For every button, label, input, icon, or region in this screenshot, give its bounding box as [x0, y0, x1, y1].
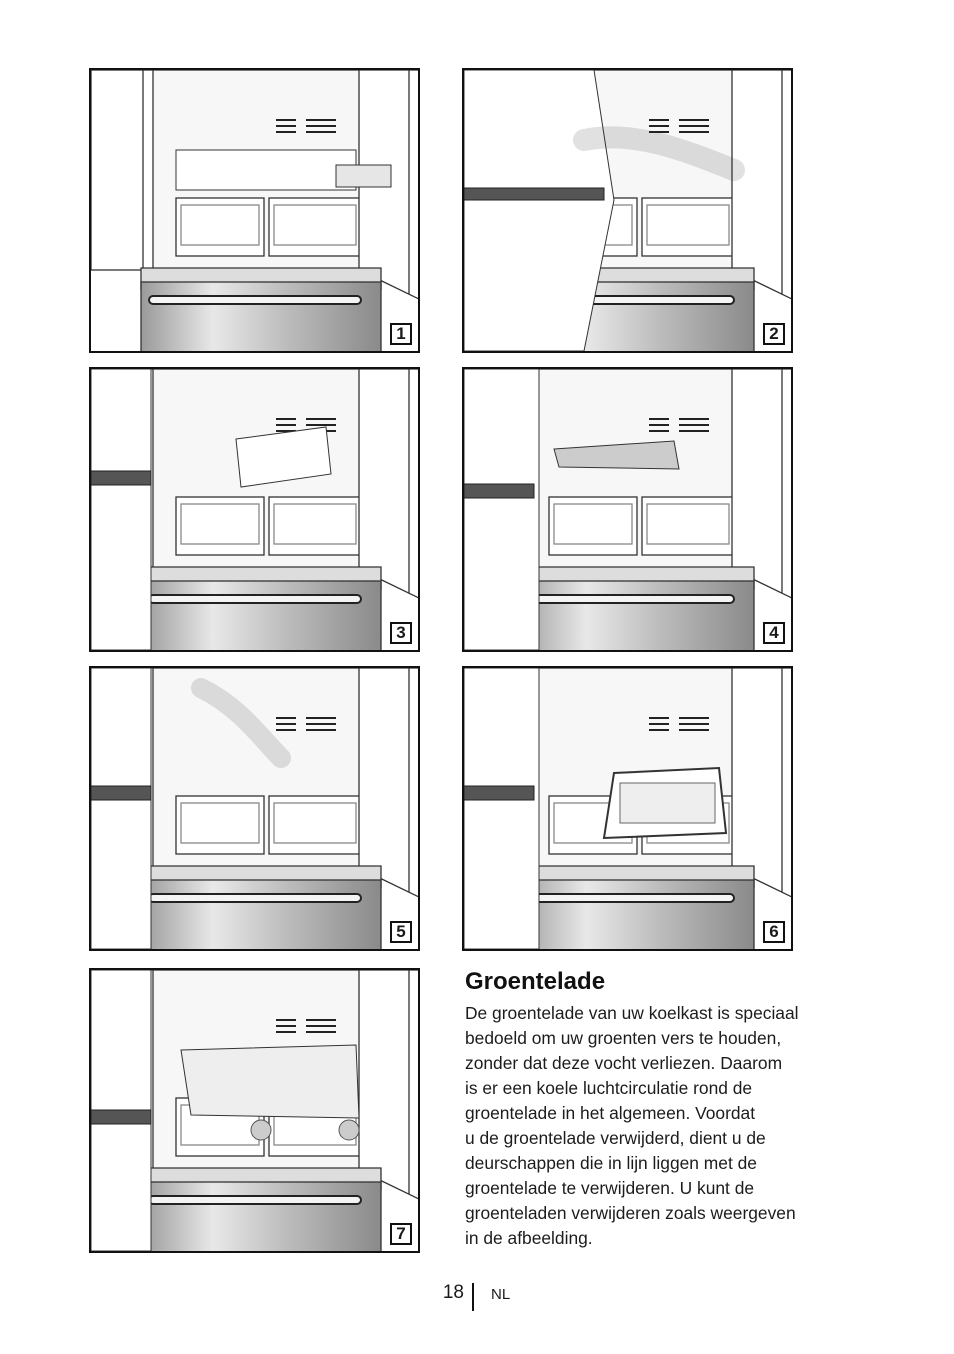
fridge-drawing: [91, 369, 418, 650]
step-number-badge: 4: [763, 622, 785, 644]
step-number-badge: 1: [390, 323, 412, 345]
step-number-badge: 5: [390, 921, 412, 943]
step-number-badge: 2: [763, 323, 785, 345]
step-5-illustration: 5: [89, 666, 420, 951]
step-7-illustration: 7: [89, 968, 420, 1253]
fridge-drawing: [91, 70, 418, 351]
fridge-drawing: [464, 70, 791, 351]
fridge-drawing: [91, 970, 418, 1251]
section-body: De groentelade van uw koelkast is specia…: [465, 1003, 799, 1248]
step-3-illustration: 3: [89, 367, 420, 652]
step-number-badge: 6: [763, 921, 785, 943]
step-4-illustration: 4: [462, 367, 793, 652]
language-code: NL: [491, 1286, 511, 1303]
fridge-drawing: [464, 668, 791, 949]
step-number-badge: 7: [390, 1223, 412, 1245]
page-number: 18: [442, 1282, 464, 1303]
footer-divider: [472, 1283, 474, 1311]
step-number-badge: 3: [390, 622, 412, 644]
step-6-illustration: 6: [462, 666, 793, 951]
fridge-drawing: [464, 369, 791, 650]
fridge-drawing: [91, 668, 418, 949]
step-1-illustration: 1: [89, 68, 420, 353]
section-title: Groentelade: [465, 968, 606, 995]
step-2-illustration: 2: [462, 68, 793, 353]
page-footer: 18 NL: [0, 1282, 954, 1312]
